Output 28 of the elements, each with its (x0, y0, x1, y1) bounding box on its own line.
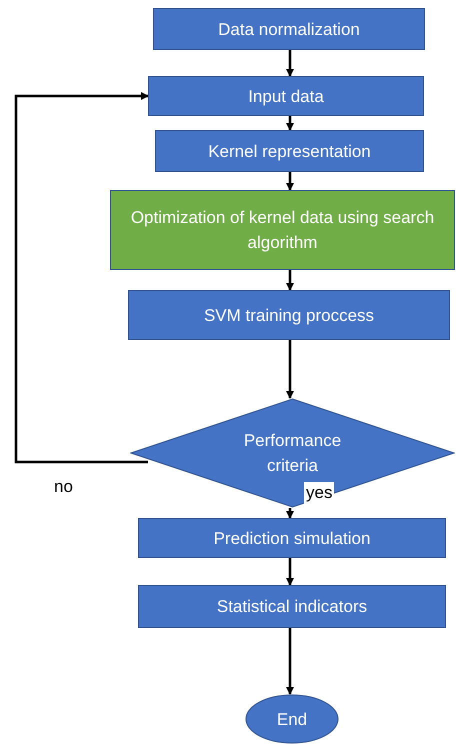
node-label: Data normalization (218, 18, 360, 40)
node-label: End (276, 708, 308, 730)
arrow (286, 270, 294, 291)
arrow (14, 92, 149, 464)
edge-label: yes (304, 482, 334, 504)
arrow (286, 172, 294, 191)
arrow (286, 508, 294, 519)
arrow (286, 340, 294, 399)
node-label: Prediction simulation (214, 528, 370, 550)
node-label: Kernel representation (208, 140, 371, 162)
node-label: Performance criteria (242, 430, 342, 477)
arrow (286, 558, 294, 586)
process-box (155, 130, 424, 172)
process-box (128, 290, 450, 340)
node-label: Optimization of kernel data using search algorithm (130, 207, 436, 254)
arrow (286, 50, 294, 77)
process-box (138, 518, 446, 558)
process-box (138, 585, 446, 628)
arrow (286, 116, 294, 131)
node-label: SVM training proccess (204, 304, 374, 326)
terminal-ellipse (245, 694, 339, 744)
process-box (153, 8, 425, 50)
arrow (286, 628, 294, 695)
node-label: Input data (248, 86, 324, 108)
process-box (110, 190, 455, 270)
decision-diamond (130, 398, 455, 508)
node-label: Statistical indicators (216, 596, 368, 618)
process-box (148, 76, 424, 116)
